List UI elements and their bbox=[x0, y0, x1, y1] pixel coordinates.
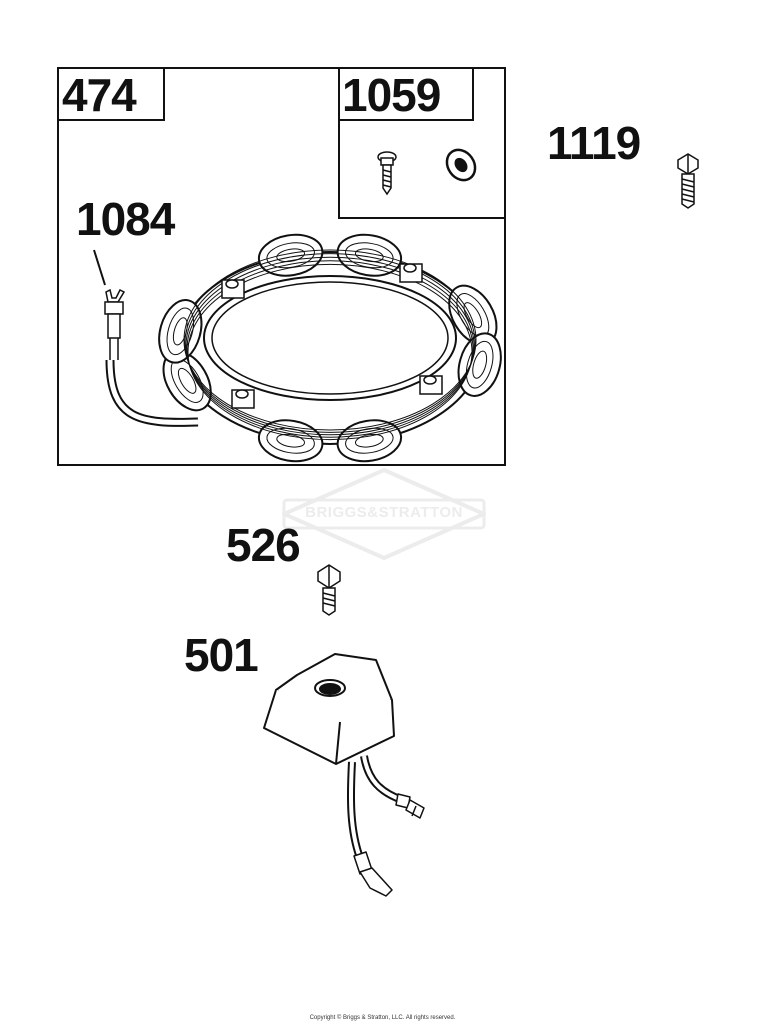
callout-1059: 1059 bbox=[342, 69, 441, 121]
callout-1119: 1119 bbox=[547, 117, 641, 169]
screw-1059 bbox=[377, 151, 397, 196]
stator-lamination bbox=[186, 260, 474, 438]
stator-lamination bbox=[185, 256, 475, 436]
stator-coil bbox=[158, 299, 203, 364]
callout-474: 474 bbox=[62, 69, 137, 121]
regulator-501 bbox=[263, 653, 425, 897]
stator-mount-hole bbox=[403, 263, 417, 273]
stator-coil bbox=[457, 332, 502, 397]
stator-coil-winding bbox=[354, 248, 384, 263]
stator-coil-winding bbox=[166, 307, 195, 356]
stator-coil-winding bbox=[465, 340, 494, 389]
bolt-1119 bbox=[677, 153, 699, 209]
stator-coil-winding bbox=[463, 302, 483, 329]
callout-501: 501 bbox=[184, 629, 259, 681]
watermark-text: BRIGGS&STRATTON bbox=[305, 504, 463, 521]
stator-coil-winding bbox=[354, 433, 384, 448]
group-box-474 bbox=[57, 67, 506, 466]
stator-mount-hole bbox=[235, 389, 249, 399]
stator-coil-winding bbox=[177, 367, 197, 394]
stator-coil-winding bbox=[276, 433, 306, 448]
leader-1084 bbox=[93, 249, 106, 286]
stator-coil-winding bbox=[276, 248, 306, 263]
callout-box-1059 bbox=[338, 67, 474, 121]
callout-1084: 1084 bbox=[76, 193, 175, 245]
watermark-diamond-icon bbox=[279, 467, 489, 561]
stator-474 bbox=[158, 233, 502, 463]
connector-1084 bbox=[104, 288, 126, 360]
callout-526: 526 bbox=[226, 519, 301, 571]
stator-lamination bbox=[183, 249, 477, 431]
stator-coil-winding bbox=[472, 350, 488, 379]
stator-lamination bbox=[184, 253, 476, 433]
brand-watermark: BRIGGS&STRATTON bbox=[279, 467, 489, 561]
stator-mount-hole bbox=[225, 279, 239, 289]
copyright-notice: Copyright © Briggs & Stratton, LLC. All … bbox=[309, 1015, 456, 1021]
bolt-526 bbox=[317, 564, 341, 616]
stator-bore bbox=[211, 281, 449, 395]
washer-1059 bbox=[445, 148, 477, 182]
stator-mount-hole bbox=[423, 375, 437, 385]
stator-lamination bbox=[187, 263, 473, 441]
callout-box-474 bbox=[57, 67, 165, 121]
